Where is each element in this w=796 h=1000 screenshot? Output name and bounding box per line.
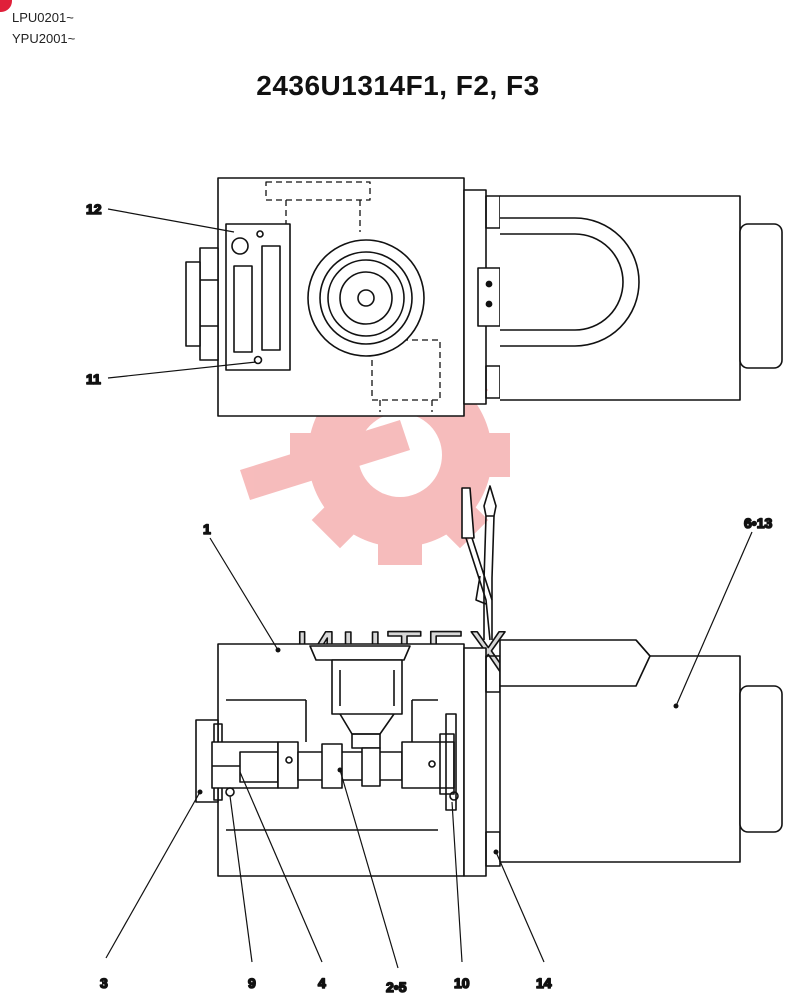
page-title: 2436U1314F1, F2, F3 — [256, 70, 540, 101]
callout-6-13: 6•13 — [744, 515, 772, 531]
callout-2-5: 2•5 — [386, 979, 407, 995]
callout-3: 3 — [100, 975, 108, 991]
leader-points — [197, 647, 679, 855]
callout-11: 11 — [86, 371, 101, 387]
top-view — [185, 177, 783, 417]
callout-10: 10 — [454, 975, 470, 991]
callout-14: 14 — [536, 975, 552, 991]
callout-9: 9 — [248, 975, 256, 991]
model-range-2: YPU2001~ — [12, 31, 76, 46]
leader-lines — [105, 208, 753, 969]
callout-4: 4 — [318, 975, 326, 991]
model-range-1: LPU0201~ — [12, 10, 74, 25]
callout-1: 1 — [203, 521, 211, 537]
callout-12: 12 — [86, 201, 102, 217]
